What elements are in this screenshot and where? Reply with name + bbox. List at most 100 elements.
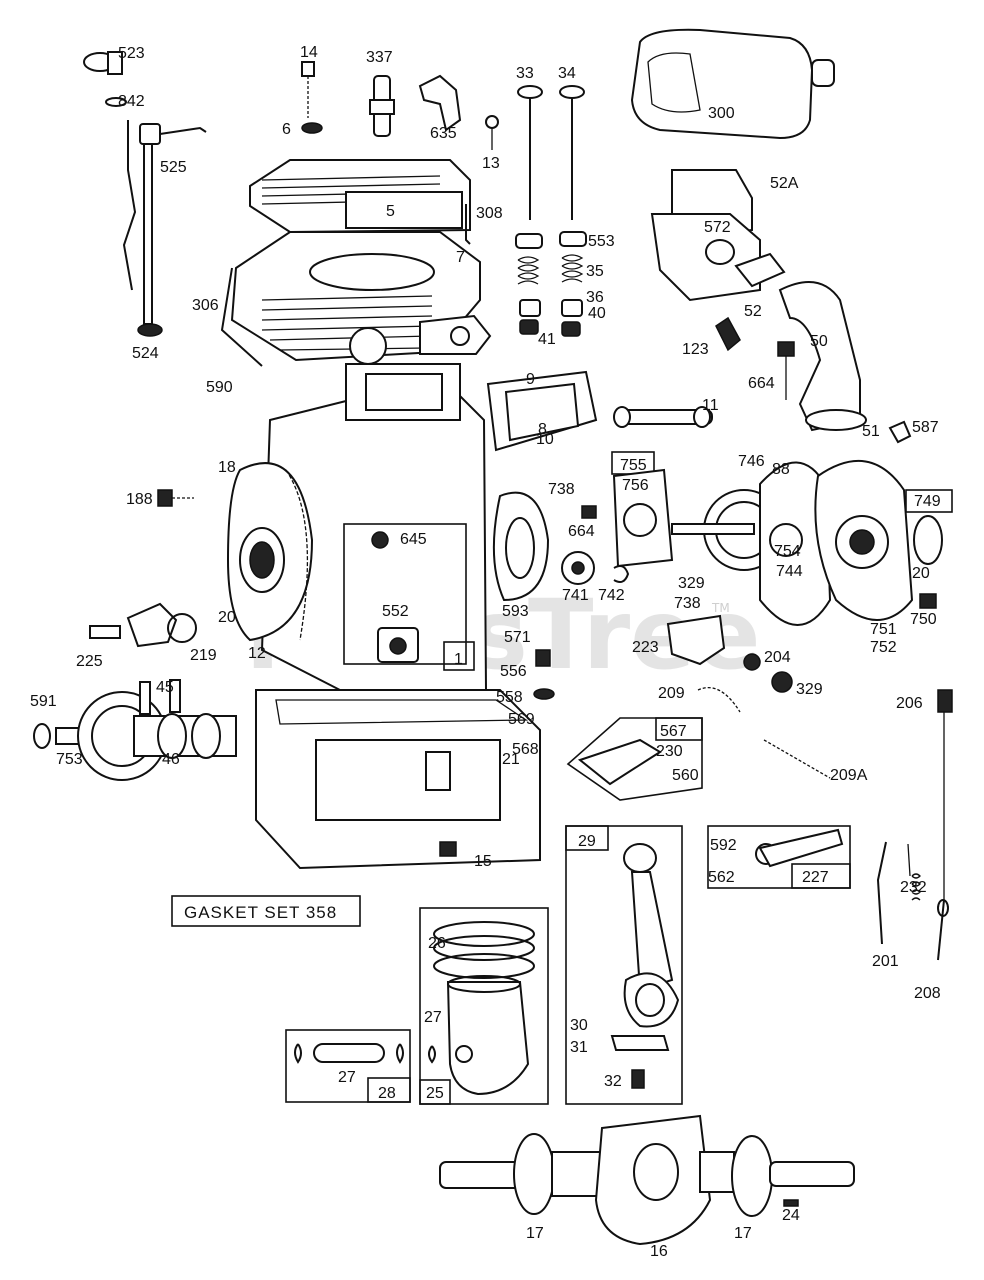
- part-label-17b: 17: [734, 1225, 752, 1242]
- part-label-188: 188: [126, 491, 153, 508]
- part-label-7: 7: [456, 249, 465, 266]
- governor-gear: [89, 602, 197, 648]
- part-label-300: 300: [708, 105, 735, 122]
- part-label-223: 223: [632, 639, 659, 656]
- part-label-569: 569: [508, 711, 535, 728]
- valves: [515, 85, 587, 337]
- part-label-524: 524: [132, 345, 159, 362]
- part-label-587: 587: [912, 419, 939, 436]
- throttle-lever-box: [707, 825, 851, 889]
- control-bracket-box: [566, 717, 703, 801]
- governor-linkage: [666, 614, 953, 900]
- part-label-9: 9: [526, 371, 535, 388]
- part-label-6: 6: [282, 121, 291, 138]
- part-label-11: 11: [702, 397, 719, 414]
- part-label-755: 755: [620, 457, 647, 474]
- piston-pin-box: [285, 1029, 411, 1103]
- part-label-33: 33: [516, 65, 534, 82]
- part-label-746: 746: [738, 453, 765, 470]
- part-label-645: 645: [400, 531, 427, 548]
- part-label-41: 41: [538, 331, 556, 348]
- gasket-set-label: GASKET SET 358: [184, 903, 337, 922]
- part-label-88: 88: [772, 461, 790, 478]
- part-label-738b: 738: [674, 595, 701, 612]
- part-label-308: 308: [476, 205, 503, 222]
- part-label-571: 571: [504, 629, 531, 646]
- part-label-21: 21: [502, 751, 520, 768]
- part-label-52A: 52A: [770, 175, 799, 192]
- part-label-756: 756: [622, 477, 649, 494]
- part-label-46: 46: [162, 751, 180, 768]
- part-label-523: 523: [118, 45, 145, 62]
- part-label-553: 553: [588, 233, 615, 250]
- part-label-552: 552: [382, 603, 409, 620]
- part-label-25: 25: [426, 1085, 444, 1102]
- part-label-227: 227: [802, 869, 829, 886]
- part-label-753: 753: [56, 751, 83, 768]
- part-label-738a: 738: [548, 481, 575, 498]
- part-label-206: 206: [896, 695, 923, 712]
- part-label-842: 842: [118, 93, 145, 110]
- part-label-1: 1: [454, 651, 463, 668]
- part-label-209A: 209A: [830, 767, 868, 784]
- part-label-52: 52: [744, 303, 762, 320]
- cylinder-block: [220, 231, 492, 367]
- muffler: [630, 28, 835, 140]
- part-label-232: 232: [900, 879, 927, 896]
- part-label-664b: 664: [568, 523, 595, 540]
- part-label-572: 572: [704, 219, 731, 236]
- part-label-225: 225: [76, 653, 103, 670]
- part-label-742: 742: [598, 587, 625, 604]
- crankshaft: [439, 1114, 855, 1246]
- part-label-751: 751: [870, 621, 897, 638]
- part-label-20b: 20: [218, 609, 236, 626]
- part-label-5: 5: [386, 203, 395, 220]
- part-label-16: 16: [650, 1243, 668, 1260]
- part-label-560: 560: [672, 767, 699, 784]
- part-label-593: 593: [502, 603, 529, 620]
- part-label-50: 50: [810, 333, 828, 350]
- breather-tube: [613, 406, 713, 428]
- crankcase: [255, 363, 541, 870]
- spark-plug-group: [301, 61, 499, 150]
- oil-pump: [492, 491, 630, 602]
- part-label-15: 15: [474, 853, 492, 870]
- part-label-51: 51: [862, 423, 880, 440]
- part-label-592: 592: [710, 837, 737, 854]
- part-label-29: 29: [578, 833, 596, 850]
- camshaft: [33, 679, 237, 781]
- reduction-gear-assembly: [611, 420, 953, 626]
- part-label-26: 26: [428, 935, 446, 952]
- part-label-24: 24: [782, 1207, 800, 1224]
- part-label-209: 209: [658, 685, 685, 702]
- part-label-635: 635: [430, 125, 457, 142]
- part-label-752: 752: [870, 639, 897, 656]
- part-label-34: 34: [558, 65, 576, 82]
- part-label-123: 123: [682, 341, 709, 358]
- part-label-568: 568: [512, 741, 539, 758]
- drain-plug: [533, 649, 555, 700]
- part-label-30: 30: [570, 1017, 588, 1034]
- part-label-750: 750: [910, 611, 937, 628]
- part-label-17a: 17: [526, 1225, 544, 1242]
- part-label-10: 10: [536, 431, 554, 448]
- part-label-590: 590: [206, 379, 233, 396]
- part-label-204: 204: [764, 649, 791, 666]
- part-label-208: 208: [914, 985, 941, 1002]
- part-label-27a: 27: [424, 1009, 442, 1026]
- part-label-749: 749: [914, 493, 941, 510]
- part-label-567: 567: [660, 723, 687, 740]
- part-label-28: 28: [378, 1085, 396, 1102]
- part-label-558: 558: [496, 689, 523, 706]
- part-label-664a: 664: [748, 375, 775, 392]
- part-label-31: 31: [570, 1039, 588, 1056]
- part-label-20a: 20: [912, 565, 930, 582]
- part-label-754: 754: [774, 543, 801, 560]
- side-cover: [226, 462, 314, 642]
- bolt-188: [157, 489, 194, 507]
- part-label-18: 18: [218, 459, 236, 476]
- part-label-230: 230: [656, 743, 683, 760]
- part-label-13: 13: [482, 155, 500, 172]
